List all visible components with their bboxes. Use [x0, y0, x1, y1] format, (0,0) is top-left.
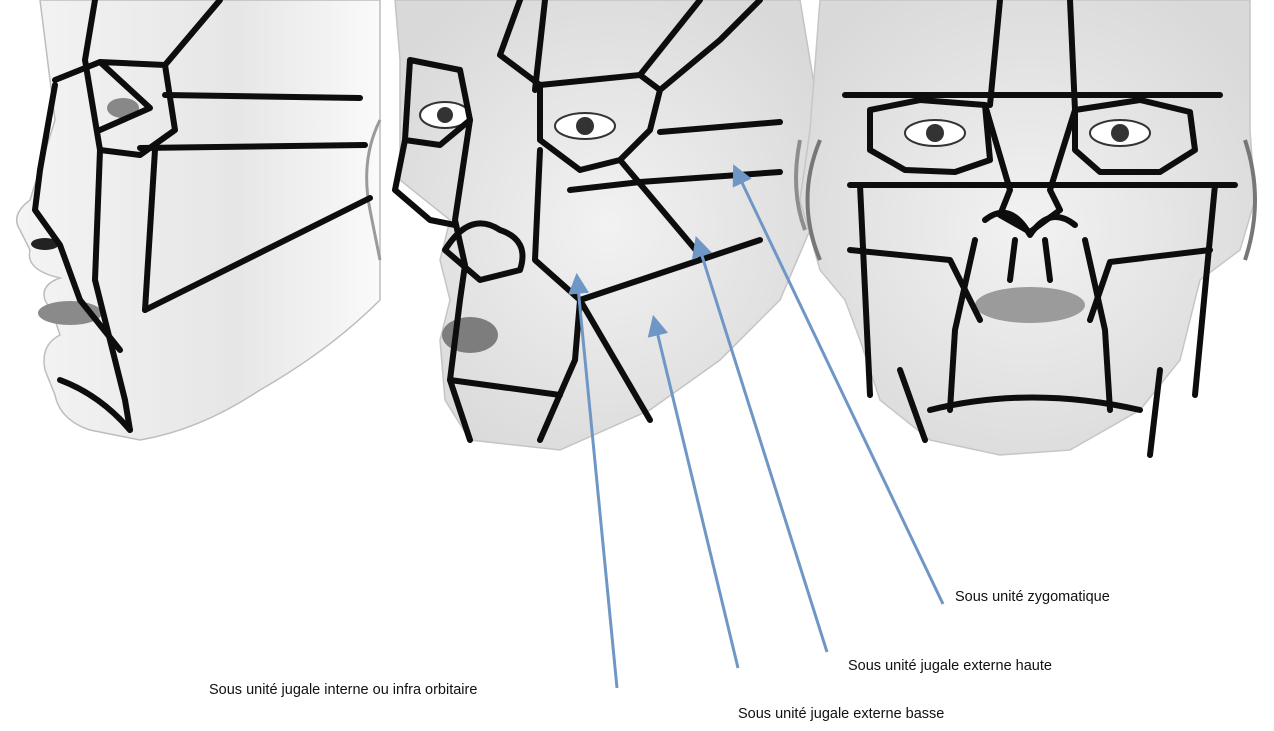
profile-face-panel — [17, 0, 380, 440]
label-sous-unite-jugale-interne: Sous unité jugale interne ou infra orbit… — [209, 682, 477, 698]
three-quarter-face-panel — [395, 0, 820, 450]
frontal-face-panel — [800, 0, 1255, 455]
label-sous-unite-zygomatique: Sous unité zygomatique — [955, 589, 1110, 605]
label-sous-unite-jugale-externe-basse: Sous unité jugale externe basse — [738, 706, 944, 722]
label-sous-unite-jugale-externe-haute: Sous unité jugale externe haute — [848, 658, 1052, 674]
